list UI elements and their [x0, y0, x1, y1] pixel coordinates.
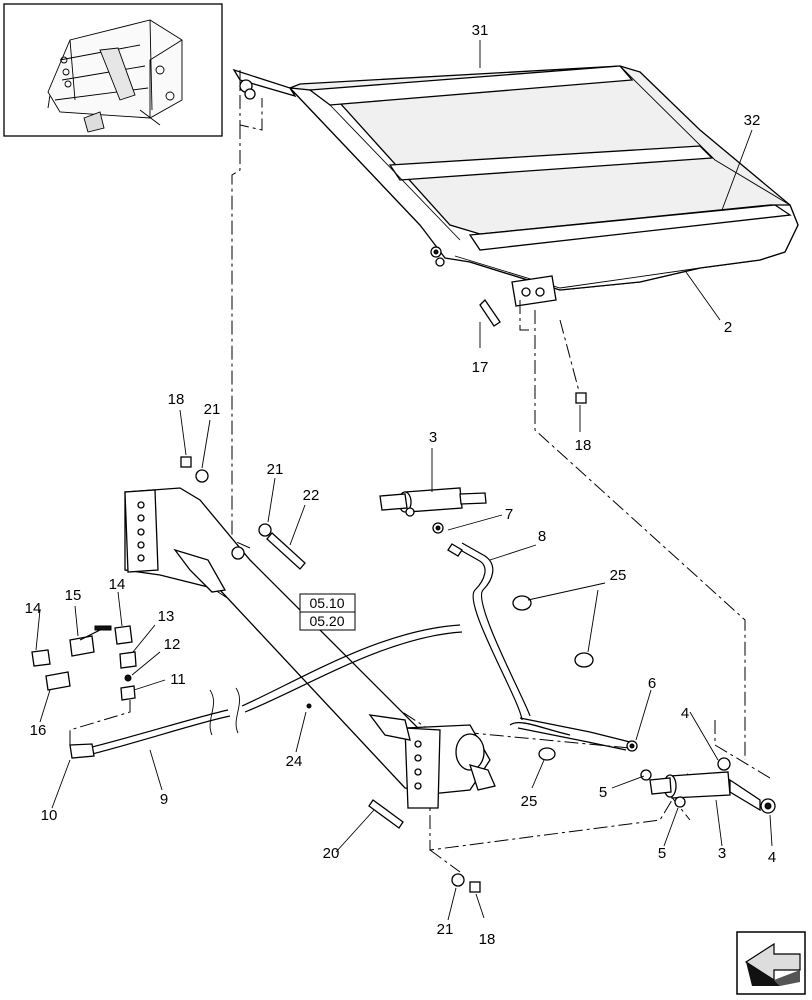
callout-25-upper: 25 — [610, 567, 627, 584]
callout-24: 24 — [286, 753, 303, 770]
callout-18-upper: 18 — [575, 437, 592, 454]
callout-21-lower: 21 — [437, 921, 454, 938]
leader-lines — [35, 40, 773, 921]
callout-21-top: 21 — [204, 401, 221, 418]
callout-14-left: 14 — [25, 600, 42, 617]
cylinder-lower — [640, 757, 776, 814]
valve-fittings — [31, 625, 137, 701]
main-tube — [124, 487, 496, 809]
callout-labels: 31 32 2 17 18 18 21 21 22 3 7 8 25 25 14… — [25, 22, 777, 948]
callout-5-left: 5 — [599, 784, 607, 801]
reference-1: 05.10 — [309, 595, 344, 611]
clamps-25 — [512, 595, 594, 761]
callout-4-lower: 4 — [768, 849, 776, 866]
callout-10: 10 — [41, 807, 58, 824]
cylinder-upper — [379, 487, 487, 534]
callout-11: 11 — [170, 671, 186, 688]
section-reference: 05.10 05.20 — [299, 593, 356, 631]
callout-16: 16 — [30, 722, 47, 739]
callout-5-lower: 5 — [658, 845, 666, 862]
page-nav-arrow-icon[interactable] — [736, 931, 806, 995]
location-thumbnail — [3, 3, 223, 137]
hose-9 — [69, 624, 463, 759]
callout-4-upper: 4 — [681, 705, 689, 722]
callout-31: 31 — [472, 22, 489, 39]
callout-22: 22 — [303, 487, 320, 504]
shield-frame — [232, 65, 799, 307]
callout-13: 13 — [158, 608, 175, 625]
callout-3-upper: 3 — [429, 429, 437, 446]
callout-9: 9 — [160, 791, 168, 808]
callout-32: 32 — [744, 112, 761, 129]
callout-14-right: 14 — [109, 576, 126, 593]
callout-17: 17 — [472, 359, 489, 376]
callout-21-mid: 21 — [267, 461, 284, 478]
hardware — [180, 298, 587, 893]
callout-15: 15 — [65, 587, 82, 604]
callout-18-lower: 18 — [479, 931, 496, 948]
hose-8 — [447, 542, 638, 752]
callout-18-left: 18 — [168, 391, 185, 408]
callout-12: 12 — [164, 636, 181, 653]
reference-2: 05.20 — [309, 613, 344, 629]
callout-7: 7 — [505, 506, 513, 523]
callout-20: 20 — [323, 845, 340, 862]
callout-6: 6 — [648, 675, 656, 692]
callout-25-lower: 25 — [521, 793, 538, 810]
callout-3-lower: 3 — [718, 845, 726, 862]
callout-8: 8 — [538, 528, 546, 545]
callout-2: 2 — [724, 319, 732, 336]
